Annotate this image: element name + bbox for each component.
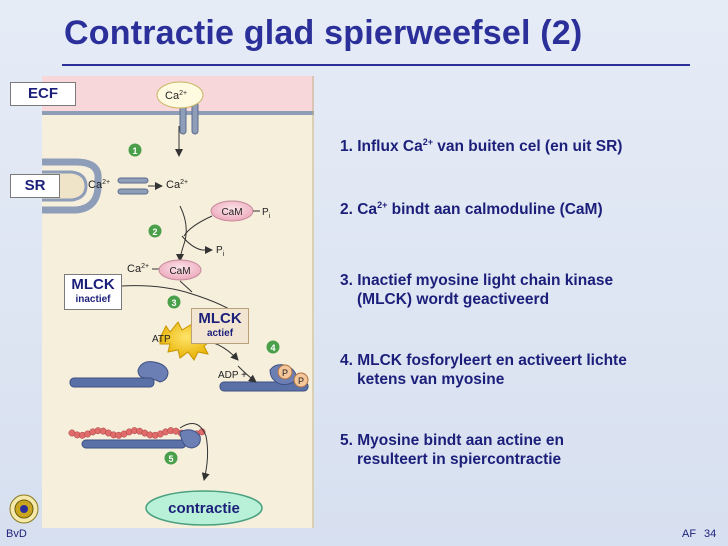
sr-channel-bottom [117, 188, 149, 195]
page-number: 34 [704, 528, 717, 540]
myosine-tail-left [69, 377, 155, 388]
ca-cam-label: Ca2+ [127, 263, 149, 275]
step-number-3: 3 [171, 298, 176, 308]
diagram-panel: Ca2+ Ca2+ Ca2+ 1 CaM Pi Pi 2 Ca2+ CaM [10, 76, 314, 528]
step-circle-3 [167, 295, 181, 309]
step-circle-4 [266, 340, 280, 354]
phosphate-2-label: P [298, 376, 304, 386]
step-number-5: 5 [168, 454, 173, 464]
mlck-active-box: MLCK actief [191, 308, 249, 344]
step-2-text: 2. Ca2+ bindt aan calmoduline (CaM) [340, 200, 603, 219]
step-number-4: 4 [270, 343, 275, 353]
step-circle-5 [164, 451, 178, 465]
cam-top-label: CaM [221, 207, 242, 218]
step-number-1: 1 [132, 146, 137, 156]
footer-initials: AF [682, 528, 697, 540]
step-5-text: 5. Myosine bindt aan actine en resulteer… [340, 432, 564, 468]
atp-label: ATP [152, 334, 171, 345]
university-seal-logo [9, 494, 39, 524]
step-4-text: 4. MLCK fosforyleert en activeert lichte… [340, 352, 627, 388]
arrow-phosphorylation [237, 365, 257, 383]
step-circle-1 [128, 143, 142, 157]
arrow-cam-to-mlck [179, 280, 193, 293]
ca-sr-label: Ca2+ [88, 179, 110, 191]
ca-cyto-label: Ca2+ [166, 179, 188, 191]
slide-title: Contractie glad spierweefsel (2) [64, 14, 583, 52]
contraction-diagram: Ca2+ Ca2+ Ca2+ 1 CaM Pi Pi 2 Ca2+ CaM [42, 76, 314, 528]
cam-bottom [158, 259, 202, 281]
mlck-active-label: MLCK [198, 310, 242, 327]
mlck-inactive-box: MLCK inactief [64, 274, 122, 310]
title-underline [62, 64, 690, 66]
mlck-active-sublabel: actief [206, 328, 234, 339]
phosphate-1 [277, 364, 293, 380]
phosphate-1-label: P [282, 368, 288, 378]
step-circle-2 [148, 224, 162, 238]
actine-filament [68, 427, 206, 439]
footer-author: BvD [6, 528, 27, 540]
cam-bottom-label: CaM [169, 266, 190, 277]
contraction-ellipse [145, 490, 263, 526]
mlck-inactive-sublabel: inactief [75, 294, 111, 305]
pi-mid-label: Pi [216, 245, 225, 258]
myosine-filament-bottom [81, 429, 201, 449]
arrow-cam-binding [183, 215, 213, 237]
arrow-pi-release [181, 235, 213, 254]
phosphate-2 [293, 372, 309, 388]
adp-label: ADP + [218, 370, 247, 381]
ecf-label-box: ECF [10, 82, 76, 106]
ca-channel-label: Ca2+ [165, 90, 187, 102]
sr-membrane [42, 158, 102, 214]
arrow-to-contraction [179, 423, 210, 481]
sr-label-box: SR [10, 174, 60, 198]
step-1-text: 1. Influx Ca2+ van buiten cel (en uit SR… [340, 137, 623, 156]
mlck-inactive-label: MLCK [71, 276, 115, 293]
step-3-text: 3. Inactief myosine light chain kinase (… [340, 272, 614, 308]
pi-top-label: Pi [262, 207, 271, 220]
step-number-2: 2 [152, 227, 157, 237]
arrow-ca-to-cam [176, 205, 187, 262]
ca-channel-right [191, 101, 199, 135]
sr-channel-top [117, 177, 149, 184]
cytoplasm [42, 112, 314, 528]
ca-ion-bubble [156, 81, 204, 109]
contraction-label: contractie [168, 500, 240, 517]
